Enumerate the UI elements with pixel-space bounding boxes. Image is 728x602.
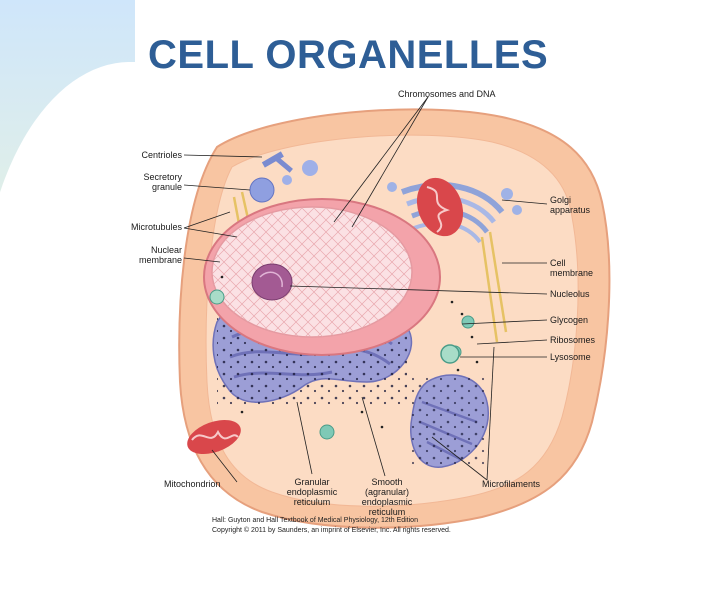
credit-line-1: Hall: Guyton and Hall Textbook of Medica…	[212, 517, 418, 524]
label-mitochondrion: Mitochondrion	[164, 479, 221, 489]
label-centrioles: Centrioles	[141, 150, 182, 160]
slide-title: CELL ORGANELLES	[148, 33, 549, 77]
secretory-granule	[249, 177, 275, 203]
nucleus	[203, 198, 441, 356]
smooth-er	[410, 374, 490, 468]
background-curve	[0, 62, 210, 602]
label-ribosomes: Ribosomes	[550, 335, 596, 345]
mitochondrion-bottom	[187, 419, 241, 455]
label-granular-er: Granular endoplasmic reticulum	[286, 477, 338, 507]
label-microfilaments: Microfilaments	[482, 479, 541, 489]
label-chromosomes-dna: Chromosomes and DNA	[398, 89, 496, 99]
label-nucleolus: Nucleolus	[550, 289, 590, 299]
lysosome	[440, 344, 460, 364]
label-cell-membrane: Cell membrane	[550, 258, 594, 278]
credit-line-2: Copyright © 2011 by Saunders, an imprint…	[212, 527, 451, 534]
label-microtubules: Microtubules	[130, 222, 182, 232]
label-glycogen: Glycogen	[550, 315, 589, 325]
mitochondrion-top	[416, 177, 464, 237]
centrioles-area	[261, 151, 293, 173]
label-nuclear-membrane: Nuclear membrane	[138, 245, 182, 265]
cell-illustration	[178, 96, 611, 529]
label-smooth-er: Smooth (agranular) endoplasmic reticulum	[361, 477, 413, 517]
nucleolus	[251, 263, 293, 301]
label-secretory-granule: Secretory granule	[143, 172, 182, 192]
label-golgi-apparatus: Golgi apparatus	[550, 195, 591, 215]
cell-diagram: Chromosomes and DNA Centrioles Secretory…	[122, 82, 642, 542]
label-lysosome: Lysosome	[550, 352, 591, 362]
